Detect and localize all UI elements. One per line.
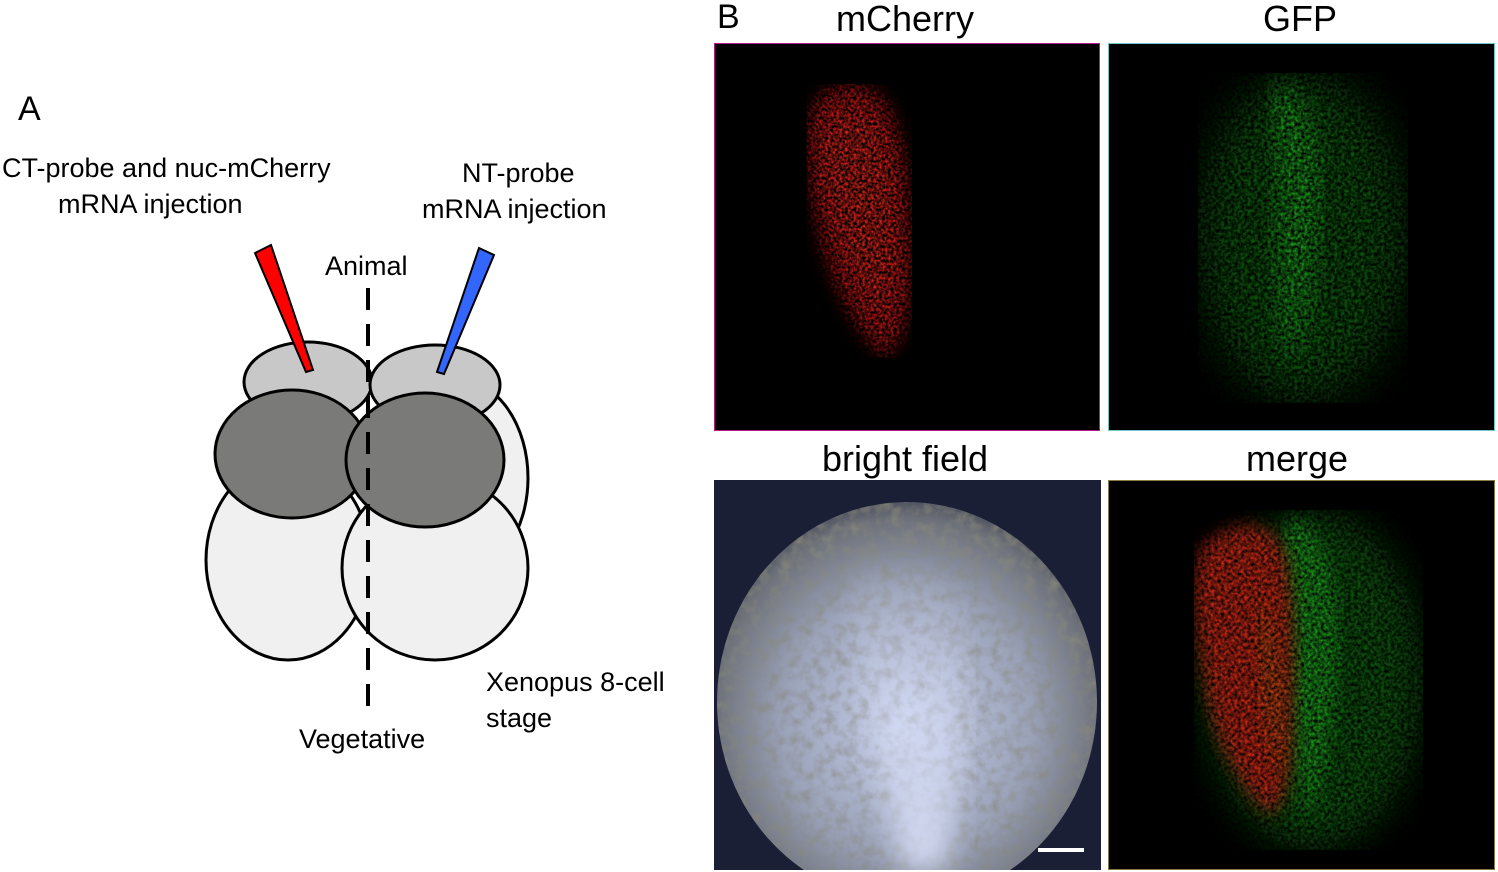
right-injection-label-line1: NT-probe — [462, 158, 575, 188]
mcherry-title: mCherry — [835, 0, 974, 39]
embryo-diagram — [204, 243, 530, 712]
mcherry-image — [714, 43, 1100, 431]
bright-field-image — [714, 480, 1101, 870]
animal-pole-label: Animal — [325, 251, 408, 281]
panel-b-letter: B — [717, 0, 740, 36]
bright-field-title: bright field — [821, 438, 989, 479]
gfp-image — [1108, 43, 1495, 431]
vegetative-pole-label: Vegetative — [299, 724, 426, 754]
left-injection-needle — [253, 243, 315, 374]
gfp-title: GFP — [1262, 0, 1337, 39]
panel-a-letter: A — [18, 90, 41, 128]
animal-blastomere-front-right — [344, 391, 506, 529]
right-injection-needle — [435, 246, 496, 376]
stage-label-line2: stage — [486, 703, 553, 733]
left-injection-label-line1: CT-probe and nuc-mCherry — [2, 153, 331, 183]
right-injection-label-line2: mRNA injection — [422, 194, 607, 224]
stage-label-line1: Xenopus 8-cell — [486, 667, 665, 697]
merge-image — [1108, 480, 1495, 870]
left-injection-label-line2: mRNA injection — [58, 189, 243, 219]
merge-title: merge — [1245, 438, 1349, 479]
